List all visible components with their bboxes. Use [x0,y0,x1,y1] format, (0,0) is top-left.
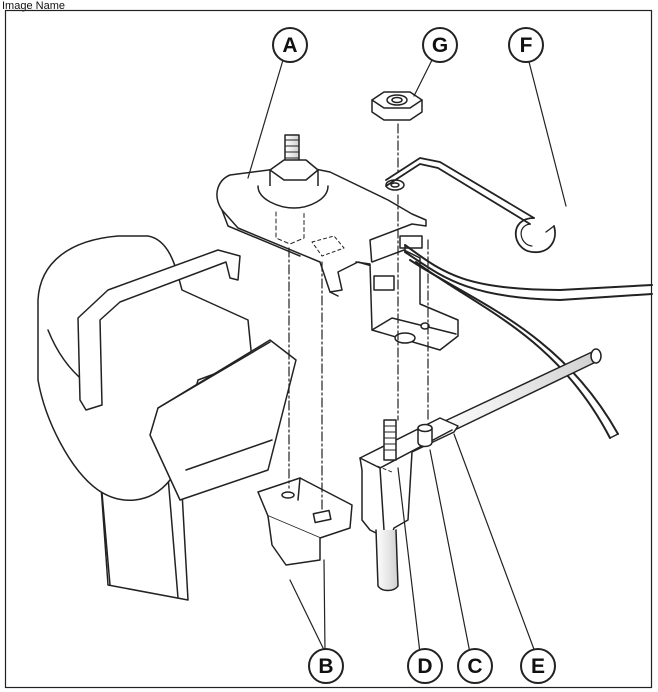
callout-a-label: A [282,34,297,57]
callout-b: B [308,648,344,684]
leader-lines [247,57,567,654]
callout-f: F [508,27,544,63]
bracket-b [257,477,353,566]
callout-d: D [407,648,443,684]
switch-bracket [355,235,459,351]
diagram-border [4,9,653,689]
callout-b-label: B [318,655,333,678]
nut-g [371,91,423,121]
callout-c: C [457,648,493,684]
actuator-assembly [359,348,602,592]
callout-e: E [520,648,556,684]
callout-c-label: C [467,655,482,678]
spring-clip-f [385,157,556,253]
callout-d-label: D [417,655,432,678]
image-caption: Image Name [2,0,65,12]
callout-g-label: G [432,34,448,57]
callout-g: G [422,27,458,63]
frame-assembly [37,235,297,601]
cables [404,244,653,439]
alignment-lines [288,123,429,513]
callout-a: A [272,27,308,63]
callout-f-label: F [520,34,533,57]
callout-e-label: E [531,655,545,678]
